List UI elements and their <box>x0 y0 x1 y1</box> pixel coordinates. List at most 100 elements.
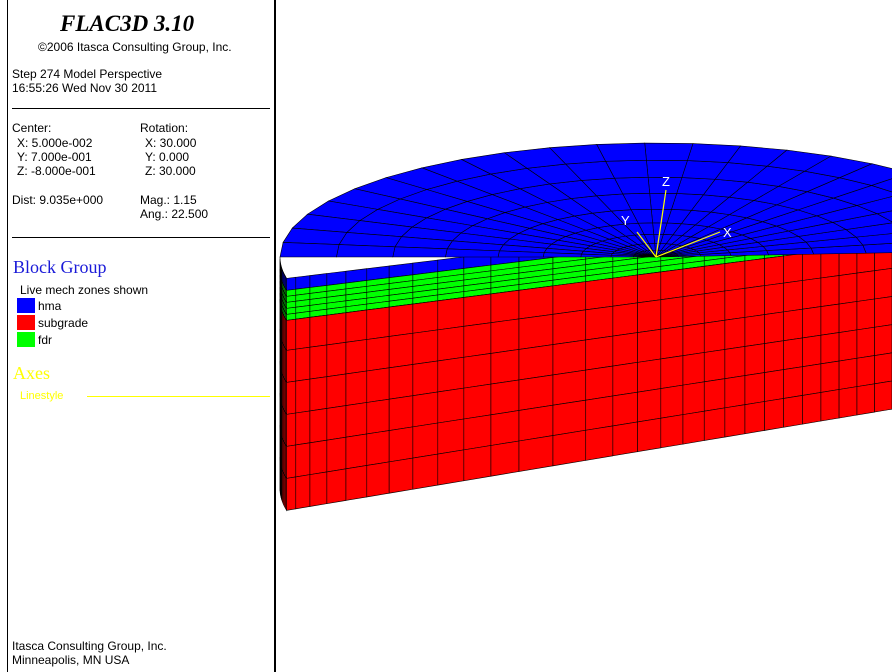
cut-zone <box>437 356 465 393</box>
cut-zone <box>660 296 684 330</box>
step-line: Step 274 Model Perspective <box>12 67 163 81</box>
cut-zone <box>552 399 587 436</box>
linestyle-line <box>87 396 270 397</box>
cut-zone <box>703 407 726 441</box>
cut-zone <box>412 360 439 397</box>
cut-zone <box>295 317 311 350</box>
cut-zone <box>838 272 858 305</box>
cut-zone <box>585 335 614 371</box>
rotation-label: Rotation: <box>140 121 189 135</box>
cut-zone <box>295 474 311 510</box>
cut-zone <box>366 398 390 435</box>
top-zone <box>845 222 892 238</box>
cut-zone <box>838 329 858 362</box>
cut-zone <box>437 387 465 424</box>
cut-zone <box>802 363 822 396</box>
cut-zone <box>490 379 520 416</box>
top-zone <box>876 210 892 223</box>
top-zone <box>336 244 396 258</box>
cut-zone <box>783 280 803 313</box>
cut-zone <box>388 303 414 337</box>
cut-zone <box>518 404 554 442</box>
cut-zone <box>637 271 662 304</box>
rotation-x: X: 30.000 <box>145 136 197 150</box>
cut-zone <box>437 326 465 362</box>
cut-zone <box>783 337 803 370</box>
cut-zone <box>802 392 822 425</box>
cut-zone <box>724 287 746 321</box>
cut-zone <box>660 384 684 419</box>
cut-zone <box>612 302 638 337</box>
cut-zone <box>744 372 765 406</box>
cut-zone <box>295 442 311 478</box>
cut-zone <box>412 422 439 459</box>
cut-zone <box>412 453 439 490</box>
cut-zone <box>518 435 554 472</box>
cut-zone <box>345 402 368 438</box>
cut-zone <box>637 299 662 333</box>
cut-zone <box>388 457 414 494</box>
subgrade-label: subgrade <box>38 316 89 330</box>
cut-zone <box>585 277 614 311</box>
cut-zone <box>518 344 554 381</box>
cut-zone <box>309 408 328 444</box>
cut-zone <box>820 275 840 307</box>
cut-zone <box>490 410 520 446</box>
cut-zone <box>286 412 297 447</box>
cut-zone <box>463 445 492 482</box>
cut-zone <box>295 275 311 290</box>
center-y: Y: 7.000e-001 <box>17 150 92 164</box>
copyright-text: ©2006 Itasca Consulting Group, Inc. <box>38 40 232 54</box>
cut-zone <box>744 285 765 318</box>
cut-zone <box>682 265 705 298</box>
cut-zone <box>764 398 784 431</box>
cut-zone <box>820 332 840 365</box>
rotation-z: Z: 30.000 <box>145 164 196 178</box>
axes-title: Axes <box>13 363 50 383</box>
cut-zone <box>856 326 875 359</box>
cut-zone <box>703 319 726 353</box>
cut-zone <box>388 395 414 431</box>
y-axis-label: Y <box>621 213 630 228</box>
z-axis-line <box>655 189 667 258</box>
cut-zone <box>585 305 614 341</box>
cut-zone <box>637 328 662 363</box>
top-zone <box>644 142 694 161</box>
top-zone <box>279 242 340 258</box>
cut-zone <box>309 439 328 475</box>
cut-zone <box>463 414 492 451</box>
cut-zone <box>820 303 840 336</box>
cut-zone <box>345 309 368 343</box>
cut-zone <box>552 309 587 345</box>
mesh-group <box>279 142 892 512</box>
cut-zone <box>518 374 554 411</box>
cut-zone <box>463 353 492 389</box>
cut-zone <box>552 429 587 467</box>
mag-value: Mag.: 1.15 <box>140 193 197 207</box>
cut-zone <box>345 433 368 470</box>
top-zone <box>392 246 448 258</box>
cut-zone <box>637 417 662 453</box>
divider-line <box>12 237 270 238</box>
cut-zone <box>437 449 465 486</box>
hma-swatch <box>17 298 35 313</box>
cut-zone <box>802 250 822 281</box>
top-zone <box>862 243 892 254</box>
cut-zone <box>703 263 726 295</box>
cut-zone <box>682 381 705 415</box>
model-viewport[interactable]: Z X Y <box>276 0 892 672</box>
cut-zone <box>744 314 765 347</box>
cut-zone <box>724 346 746 380</box>
cut-zone <box>412 300 439 334</box>
cut-zone <box>703 349 726 383</box>
cut-zone <box>490 349 520 385</box>
cut-zone <box>682 410 705 445</box>
top-zone <box>856 196 892 215</box>
cut-zone <box>874 352 892 385</box>
cut-zone <box>764 369 784 402</box>
cut-zone <box>585 395 614 431</box>
cut-zone <box>388 332 414 369</box>
cut-zone <box>463 322 492 358</box>
top-zone <box>870 178 892 193</box>
x-axis-label: X <box>723 225 732 240</box>
